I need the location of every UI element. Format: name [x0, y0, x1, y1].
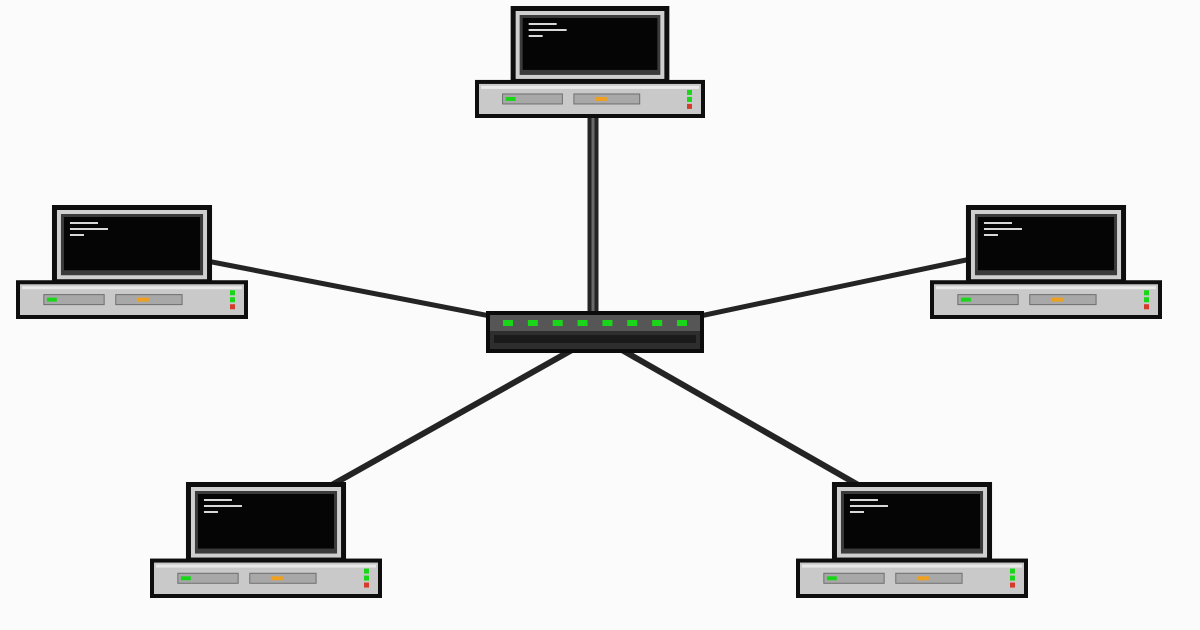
drive-activity-led — [46, 297, 57, 302]
screen-text-line — [69, 222, 98, 224]
drive-activity-led — [826, 576, 837, 581]
screen-text-line — [203, 505, 242, 507]
screen-text-line — [69, 234, 84, 236]
hub-port-led — [602, 320, 613, 326]
hub-port-led — [677, 320, 687, 326]
drive-activity-led — [136, 297, 149, 302]
monitor-screen — [63, 217, 201, 271]
screen-text-line — [69, 228, 108, 230]
status-led — [1144, 297, 1149, 303]
cable-left — [209, 259, 493, 319]
power-led — [230, 290, 235, 296]
monitor-screen — [197, 494, 335, 549]
screen-text-line — [528, 35, 543, 37]
hub-port-led — [627, 320, 638, 326]
hub-layer — [486, 311, 704, 353]
status-led — [230, 304, 235, 310]
drive-activity-led — [505, 96, 516, 101]
drive-bay — [115, 294, 183, 306]
hub-port-led — [577, 320, 588, 326]
drive-bay — [957, 294, 1019, 306]
power-led — [1144, 290, 1149, 296]
desktop-computer-icon — [796, 482, 1028, 598]
status-led — [364, 575, 369, 581]
drive-activity-led — [180, 576, 191, 581]
drive-bay — [177, 572, 239, 584]
screen-text-line — [983, 228, 1022, 230]
hub-port-led — [503, 320, 513, 326]
computer-case-highlight — [481, 85, 699, 89]
desktop-computer-icon — [930, 205, 1162, 319]
hub-port-led — [652, 320, 663, 326]
status-led — [1010, 575, 1015, 581]
drive-activity-led — [270, 576, 283, 581]
status-led — [1010, 582, 1015, 588]
computers-layer — [16, 6, 1162, 598]
cable-bottom-right — [617, 345, 865, 491]
screen-text-line — [983, 222, 1012, 224]
drive-activity-led — [916, 576, 929, 581]
hub-port-led — [552, 320, 563, 326]
monitor-screen — [977, 217, 1115, 271]
screen-text-line — [983, 234, 998, 236]
computer-case-highlight — [802, 564, 1022, 568]
drive-bay — [249, 572, 317, 584]
cable-right — [697, 257, 969, 319]
desktop-computer-icon — [16, 205, 248, 319]
hub-top-face — [490, 315, 700, 331]
computer-case-highlight — [936, 286, 1156, 290]
status-led — [1144, 304, 1149, 310]
screen-text-line — [849, 505, 888, 507]
drive-activity-led — [1050, 297, 1063, 302]
desktop-computer-icon — [150, 482, 382, 598]
computer-case-highlight — [156, 564, 376, 568]
power-led — [364, 568, 369, 574]
status-led — [687, 103, 692, 109]
monitor-screen — [522, 18, 658, 70]
drive-activity-led — [594, 96, 607, 101]
cable-bottom-left — [325, 345, 577, 491]
screen-text-line — [528, 23, 557, 25]
status-led — [230, 297, 235, 303]
drive-bay — [1029, 294, 1097, 306]
status-led — [364, 582, 369, 588]
screen-text-line — [849, 499, 878, 501]
power-led — [687, 89, 692, 95]
drive-bay — [895, 572, 963, 584]
cables-layer — [209, 112, 969, 491]
hub-port-led — [527, 320, 538, 326]
screen-text-line — [849, 511, 864, 513]
network-hub-icon — [486, 311, 704, 353]
screen-text-line — [203, 499, 232, 501]
hub-front-face — [494, 335, 696, 343]
drive-activity-led — [960, 297, 971, 302]
screen-text-line — [528, 29, 567, 31]
desktop-computer-icon — [475, 6, 705, 118]
monitor-screen — [843, 494, 981, 549]
status-led — [687, 96, 692, 102]
screen-text-line — [203, 511, 218, 513]
drive-bay — [823, 572, 885, 584]
drive-bay — [502, 93, 563, 105]
computer-case-highlight — [22, 286, 242, 290]
drive-bay — [43, 294, 105, 306]
power-led — [1010, 568, 1015, 574]
